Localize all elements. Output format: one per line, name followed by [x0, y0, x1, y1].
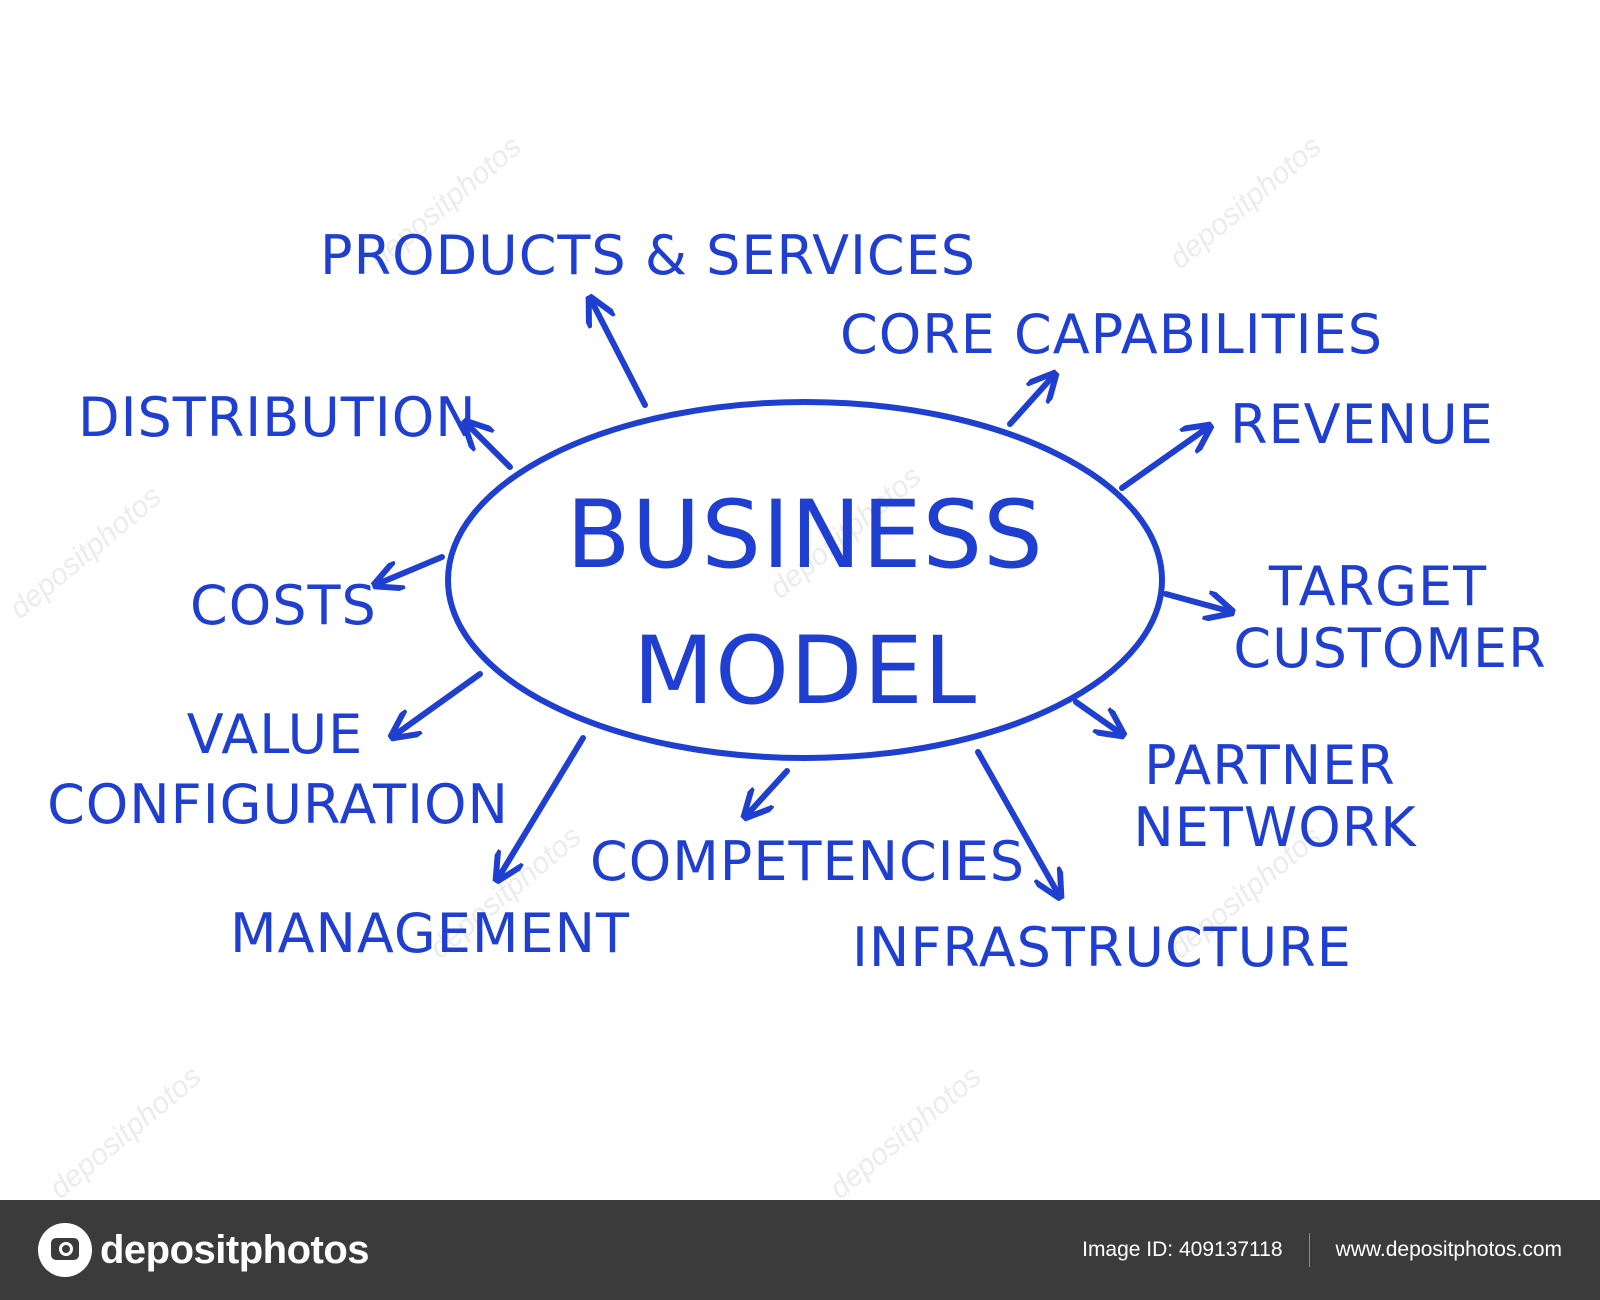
arrow-competencies	[745, 768, 790, 817]
camera-icon	[38, 1223, 92, 1277]
arrow-partner-network	[1073, 699, 1123, 735]
label-infrastructure: INFRASTRUCTURE	[852, 916, 1352, 979]
image-id: Image ID: 409137118	[1082, 1238, 1283, 1261]
label-value-configuration-line2: CONFIGURATION	[47, 773, 509, 836]
watermark: depositphotos	[3, 480, 167, 625]
arrow-infrastructure	[975, 749, 1060, 897]
arrow-costs	[375, 554, 445, 585]
label-management: MANAGEMENT	[230, 902, 630, 965]
label-competencies: COMPETENCIES	[590, 830, 1025, 893]
label-partner-network-line2: NETWORK	[1133, 796, 1417, 859]
arrow-value-configuration	[392, 671, 483, 737]
watermark: depositphotos	[823, 1060, 987, 1200]
center-title-line1: BUSINESS	[566, 481, 1044, 590]
label-partner-network-line1: PARTNER	[1144, 734, 1396, 797]
arrow-distribution	[465, 422, 513, 470]
center-ellipse	[445, 399, 1165, 761]
business-model-diagram: depositphotos depositphotos depositphoto…	[3, 130, 1546, 1200]
label-distribution: DISTRIBUTION	[78, 386, 477, 449]
footer-bar: depositphotos Image ID: 409137118 www.de…	[0, 1200, 1600, 1300]
label-target-customer-line2: CUSTOMER	[1233, 617, 1546, 680]
label-costs: COSTS	[190, 574, 377, 637]
logo-text: depositphotos	[100, 1227, 370, 1272]
label-core-capabilities: CORE CAPABILITIES	[840, 303, 1383, 366]
arrow-revenue	[1119, 426, 1210, 491]
footer-logo[interactable]: depositphotos	[38, 1222, 370, 1278]
arrow-management	[497, 735, 586, 880]
diagram-canvas: depositphotos depositphotos depositphoto…	[3, 130, 1546, 1200]
site-url[interactable]: www.depositphotos.com	[1335, 1238, 1562, 1261]
label-products-services: PRODUCTS & SERVICES	[320, 224, 976, 287]
arrow-core-capabilities	[1007, 374, 1055, 427]
label-revenue: REVENUE	[1230, 393, 1494, 456]
watermark: depositphotos	[1163, 130, 1327, 275]
center-title-line2: MODEL	[633, 617, 977, 726]
label-value-configuration-line1: VALUE	[187, 703, 363, 766]
watermark: depositphotos	[43, 1060, 207, 1200]
footer-divider	[1308, 1233, 1310, 1267]
footer-meta: Image ID: 409137118 www.depositphotos.co…	[1082, 1200, 1562, 1300]
label-target-customer-line1: TARGET	[1268, 555, 1487, 618]
arrow-target-customer	[1163, 594, 1232, 612]
arrow-products-services	[590, 298, 648, 408]
